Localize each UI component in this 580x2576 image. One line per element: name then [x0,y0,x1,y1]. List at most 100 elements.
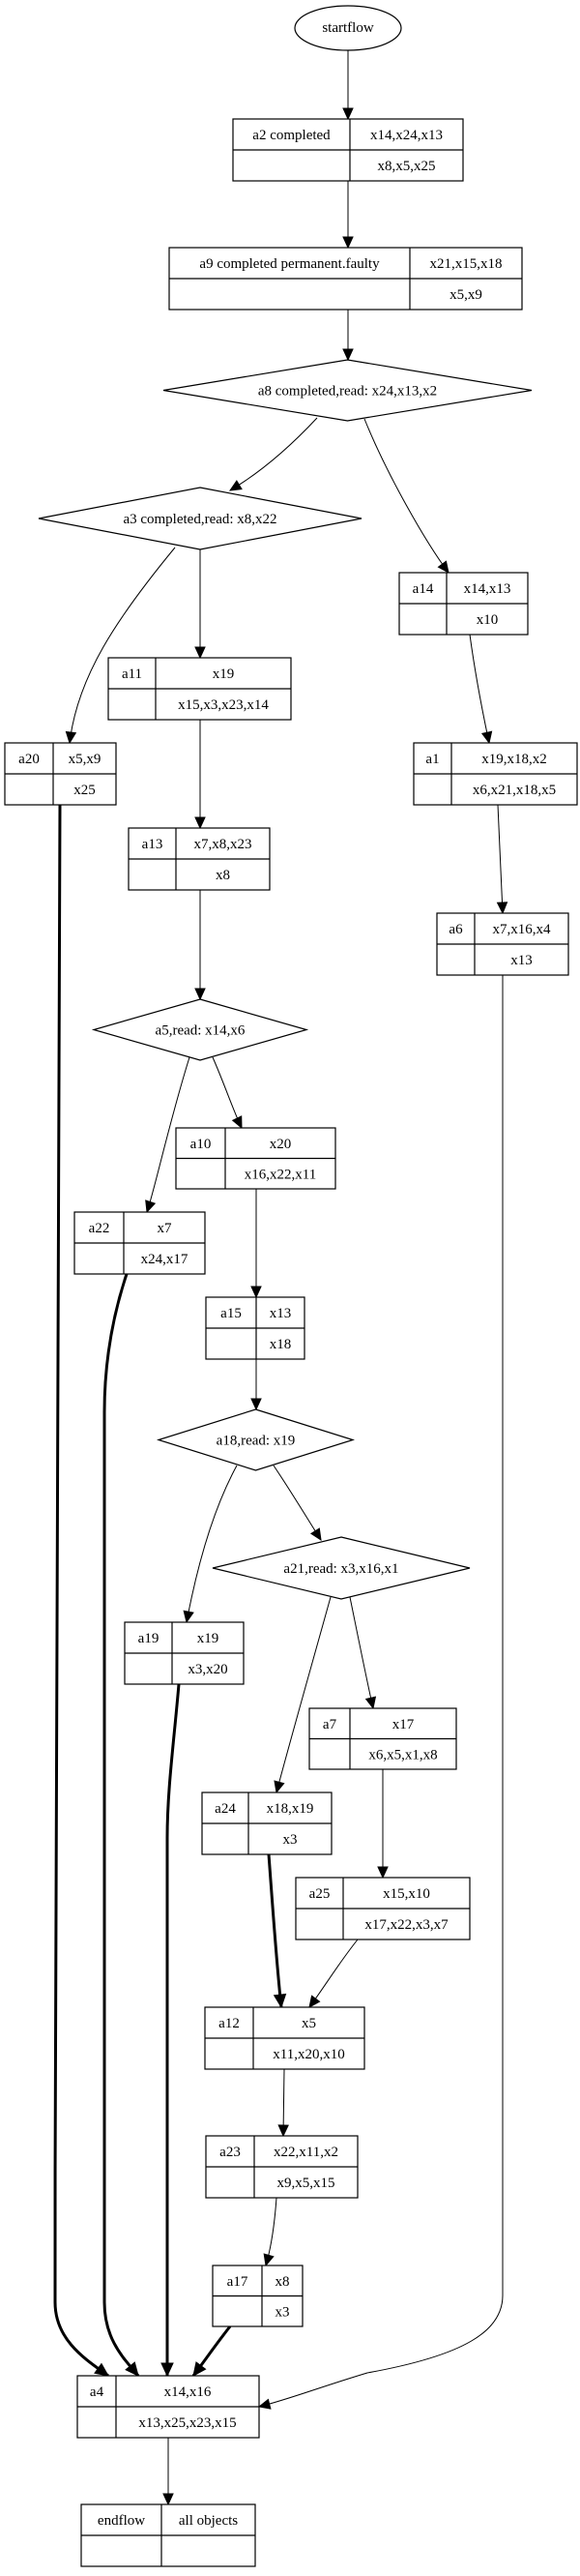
node-top-vars: x20 [270,1137,292,1152]
edge-a24-to-a12 [267,1853,287,2009]
node-label: a3 completed,read: x8,x22 [123,512,276,527]
edge-a9-to-a8 [342,310,354,362]
node-bottom-vars: x11,x20,x10 [273,2047,344,2062]
node-a5[interactable]: a5,read: x14,x6 [91,998,309,1061]
node-name: a23 [219,2145,241,2160]
nodes-layer: startflow a2 completed x14,x24,x13 x8,x5,x2… [4,5,578,2567]
arrowhead-icon [274,1780,285,1794]
arrowhead-icon [480,730,493,745]
node-a8[interactable]: a8 completed,read: x24,x13,x2 [162,359,533,422]
arrowhead-icon [263,2253,275,2267]
node-top-vars: x7 [158,1221,173,1236]
edge-a5-to-a10 [212,1056,243,1130]
node-top-vars: x19 [197,1631,219,1646]
node-bottom-vars: x5,x9 [450,287,482,303]
arrowhead-icon [257,2398,272,2410]
diamond-shape [212,1536,471,1600]
node-bottom-vars: x25 [73,783,96,798]
node-a21[interactable]: a21,read: x3,x16,x1 [212,1536,471,1600]
node-name: a9 completed permanent.faulty [199,256,380,272]
edge-line [102,1273,140,2377]
node-bottom-vars: x17,x22,x3,x7 [364,1917,449,1933]
edge-line [186,1465,238,1623]
node-bottom-vars: x6,x21,x18,x5 [473,783,556,798]
edge-a25-to-a12 [308,1939,359,2008]
node-label: a21,read: x3,x16,x1 [283,1561,398,1577]
diamond-shape [162,359,533,422]
edge-line [53,804,109,2378]
edge-a19-to-a4 [160,1683,181,2378]
edge-line [258,975,504,2408]
edge-line [349,1596,374,1709]
edge-a11-to-a13 [194,720,206,830]
arrowhead-icon [273,1993,287,2009]
node-name: a13 [142,837,163,852]
node-a9[interactable]: a9 completed permanent.faulty x21,x15,x18… [168,247,523,311]
edge-a1-to-a6 [496,804,508,915]
node-top-vars: all objects [179,2513,238,2529]
node-bottom-vars: x9,x5,x15 [277,2176,335,2191]
node-bottom-vars: x8,x5,x25 [378,159,436,174]
arrowhead-icon [308,1995,321,2008]
edge-line [273,1465,322,1541]
arrowhead-icon [194,988,206,1001]
edge-a23-to-a17 [263,2197,277,2267]
node-bottom-vars: x24,x17 [141,1252,188,1267]
node-top-vars: x5 [302,2016,316,2031]
node-name: a2 completed [252,128,331,143]
edge-line [212,1056,243,1129]
diamond-shape [38,487,362,550]
arrowhead-icon [342,107,354,121]
node-top-vars: x7,x16,x4 [493,922,552,937]
node-bottom-vars: x6,x5,x1,x8 [368,1747,437,1762]
node-a2[interactable]: a2 completed x14,x24,x13 x8,x5,x25 [232,118,464,182]
node-bottom-vars: x13 [510,953,533,968]
node-name: a6 [449,922,463,937]
node-top-vars: x21,x15,x18 [430,256,503,272]
edge-a3-to-a11 [194,549,206,660]
node-top-vars: x8 [276,2274,290,2290]
node-top-vars: x19,x18,x2 [481,752,547,767]
arrowhead-icon [231,1115,243,1130]
edge-line [363,418,450,574]
node-a6[interactable]: a6 x7,x16,x4 x13 [436,912,569,976]
node-name: a25 [309,1886,331,1902]
edge-line [497,804,504,914]
node-a18[interactable]: a18,read: x19 [156,1408,356,1471]
edge-a13-to-a5 [194,890,206,1001]
edge-a14-to-a1 [469,634,493,745]
arrowhead-icon [377,1866,389,1880]
node-bottom-vars: x3,x20 [188,1662,227,1677]
node-startflow[interactable]: startflow [294,5,402,51]
arrowhead-icon [145,1199,157,1214]
arrowhead-icon [94,2362,109,2377]
arrowhead-icon [162,2493,174,2506]
arrowhead-icon [496,902,508,915]
node-a3[interactable]: a3 completed,read: x8,x22 [38,487,362,550]
arrowhead-icon [342,348,354,362]
node-top-vars: x14,x24,x13 [370,128,443,143]
node-name: a7 [323,1717,337,1732]
node-name: a10 [190,1137,212,1152]
node-bottom-vars: x10 [477,612,499,628]
edge-a22-to-a4 [102,1273,140,2377]
node-bottom-vars: x13,x25,x23,x15 [138,2415,236,2431]
edges-layer [53,50,508,2506]
